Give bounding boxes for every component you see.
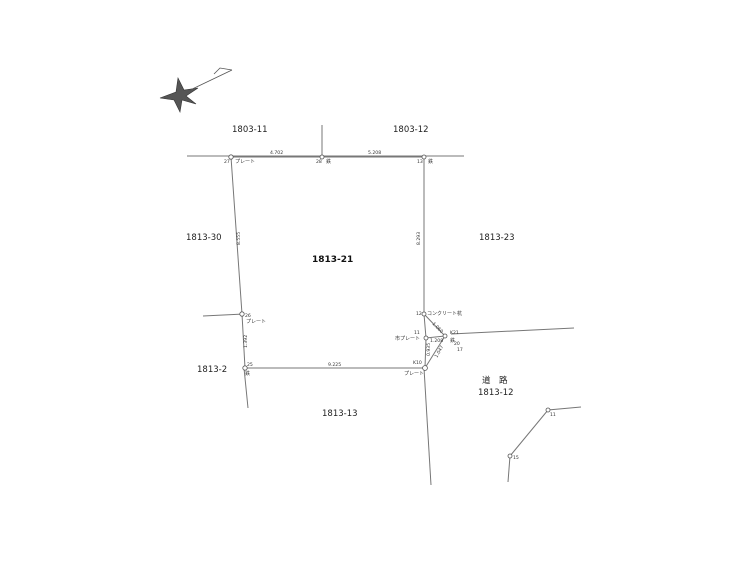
point-number: 26 [245,313,251,319]
parcel-label-north-west: 1803-11 [232,125,268,135]
point-number: 12 [416,311,422,317]
distance-north-2: 5.208 [368,150,381,156]
point-number: 27 [224,159,230,165]
distance-corner-d: 0.935 [426,343,432,356]
parcel-label-north-east: 1803-12 [393,125,429,135]
distance-corner-c: 1.047 [434,345,446,359]
distance-north-1: 4.702 [270,150,283,156]
distance-west-1: 8.555 [236,232,242,245]
survey-point [421,154,427,160]
marker-plate: プレート [246,319,266,325]
survey-point [545,407,551,413]
point-number: K10 [413,360,422,366]
north-arrow-icon [159,67,233,113]
marker-tetsu: 鉄 [450,337,455,344]
point-number: 25 [247,362,253,368]
distance-corner-b: 1.208 [430,338,443,344]
south-east-line [423,367,432,486]
road-number-label: 1813-12 [478,388,514,398]
survey-point [421,311,427,317]
parcel-label-south-west: 1813-2 [197,365,227,375]
road-corner-line [507,406,582,483]
marker-plate: プレート [404,371,424,377]
survey-point [423,335,429,341]
parcel-label-east: 1813-23 [479,233,515,243]
survey-point [242,365,248,371]
point-number: 11 [550,412,556,418]
corner-diagonal [423,313,446,337]
distance-east: 8.293 [416,232,422,245]
corner-diagonal-2 [424,337,427,369]
survey-point [319,154,325,160]
distance-west-2: 1.392 [243,335,249,348]
east-road-line [450,327,575,335]
marker-plate: プレート [235,159,255,165]
west-lower-line [243,367,249,409]
marker-tetsu: 鉄 [326,158,331,165]
main-parcel-label: 1813-21 [312,255,353,265]
point-number: K21 [450,330,459,336]
parcel-label-west: 1813-30 [186,233,222,243]
survey-point [228,154,234,160]
marker-tetsu: 鉄 [245,370,250,377]
west-extension-line [202,313,245,317]
point-number: 13 [417,159,423,165]
distance-south: 9.225 [328,362,341,368]
survey-point [422,365,428,371]
marker-city-plate: 市プレート [395,335,420,342]
survey-point [507,453,513,459]
point-number: 20 [454,341,460,347]
point-number: 11 [414,330,420,336]
survey-point [239,311,245,317]
marker-tetsu: 鉄 [428,158,433,165]
point-number: 17 [457,347,463,353]
marker-concrete: コンクリート杭 [427,310,462,317]
parcel-label-south: 1813-13 [322,409,358,419]
road-name-label: 道 路 [482,375,508,386]
survey-point [442,333,448,339]
point-number: 28 [316,159,322,165]
point-number: 15 [513,455,519,461]
